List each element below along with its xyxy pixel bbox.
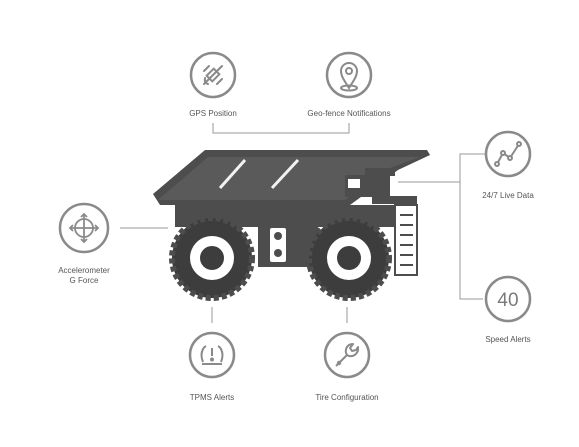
satellite-icon: [203, 65, 223, 85]
frame-bolt-top: [274, 232, 282, 240]
move-arrows-icon: [68, 212, 100, 244]
speed-icon-ring: [484, 275, 532, 323]
geofence-feature: [325, 51, 373, 99]
top-connector: [212, 123, 350, 134]
gps-label: GPS Position: [189, 109, 237, 118]
live-data-icon-ring: [484, 130, 532, 178]
cab-window: [348, 179, 360, 188]
bed-highlight-1: [218, 159, 247, 189]
tire-config-feature: [323, 331, 371, 379]
live-data-label: 24/7 Live Data: [482, 191, 534, 200]
speed-value: 40: [497, 290, 518, 311]
tpms-feature: [188, 331, 236, 379]
gps-feature: [189, 51, 237, 99]
rear-wheel: [169, 215, 255, 301]
upper-deck: [372, 196, 417, 204]
front-wheel: [306, 215, 392, 301]
accelerometer-label-line1: Accelerometer: [58, 266, 110, 275]
speed-feature: 40: [484, 275, 532, 323]
line-graph-icon: [494, 141, 522, 167]
tpms-label: TPMS Alerts: [189, 393, 235, 402]
wrench-icon: [335, 343, 360, 367]
connector-lines: [120, 123, 486, 323]
frame-bolt-bottom: [274, 249, 282, 257]
live-data-feature: [484, 130, 532, 178]
right-connector: [459, 153, 486, 300]
geofence-label: Geo-fence Notifications: [307, 109, 391, 118]
tire-pressure-warning-icon: [200, 345, 224, 365]
accelerometer-label-line2: G Force: [69, 276, 99, 285]
ladder: [400, 214, 413, 266]
tire-config-label: Tire Configuration: [315, 393, 379, 402]
speed-label: Speed Alerts: [485, 335, 531, 344]
map-pin-icon: [339, 62, 359, 92]
mining-dump-truck-icon: [153, 150, 430, 301]
bed-highlight-2: [270, 158, 300, 190]
frame-panel: [270, 228, 286, 262]
accelerometer-feature: [58, 202, 110, 254]
cab-roof: [365, 168, 395, 176]
radiator-grille: [394, 204, 418, 276]
